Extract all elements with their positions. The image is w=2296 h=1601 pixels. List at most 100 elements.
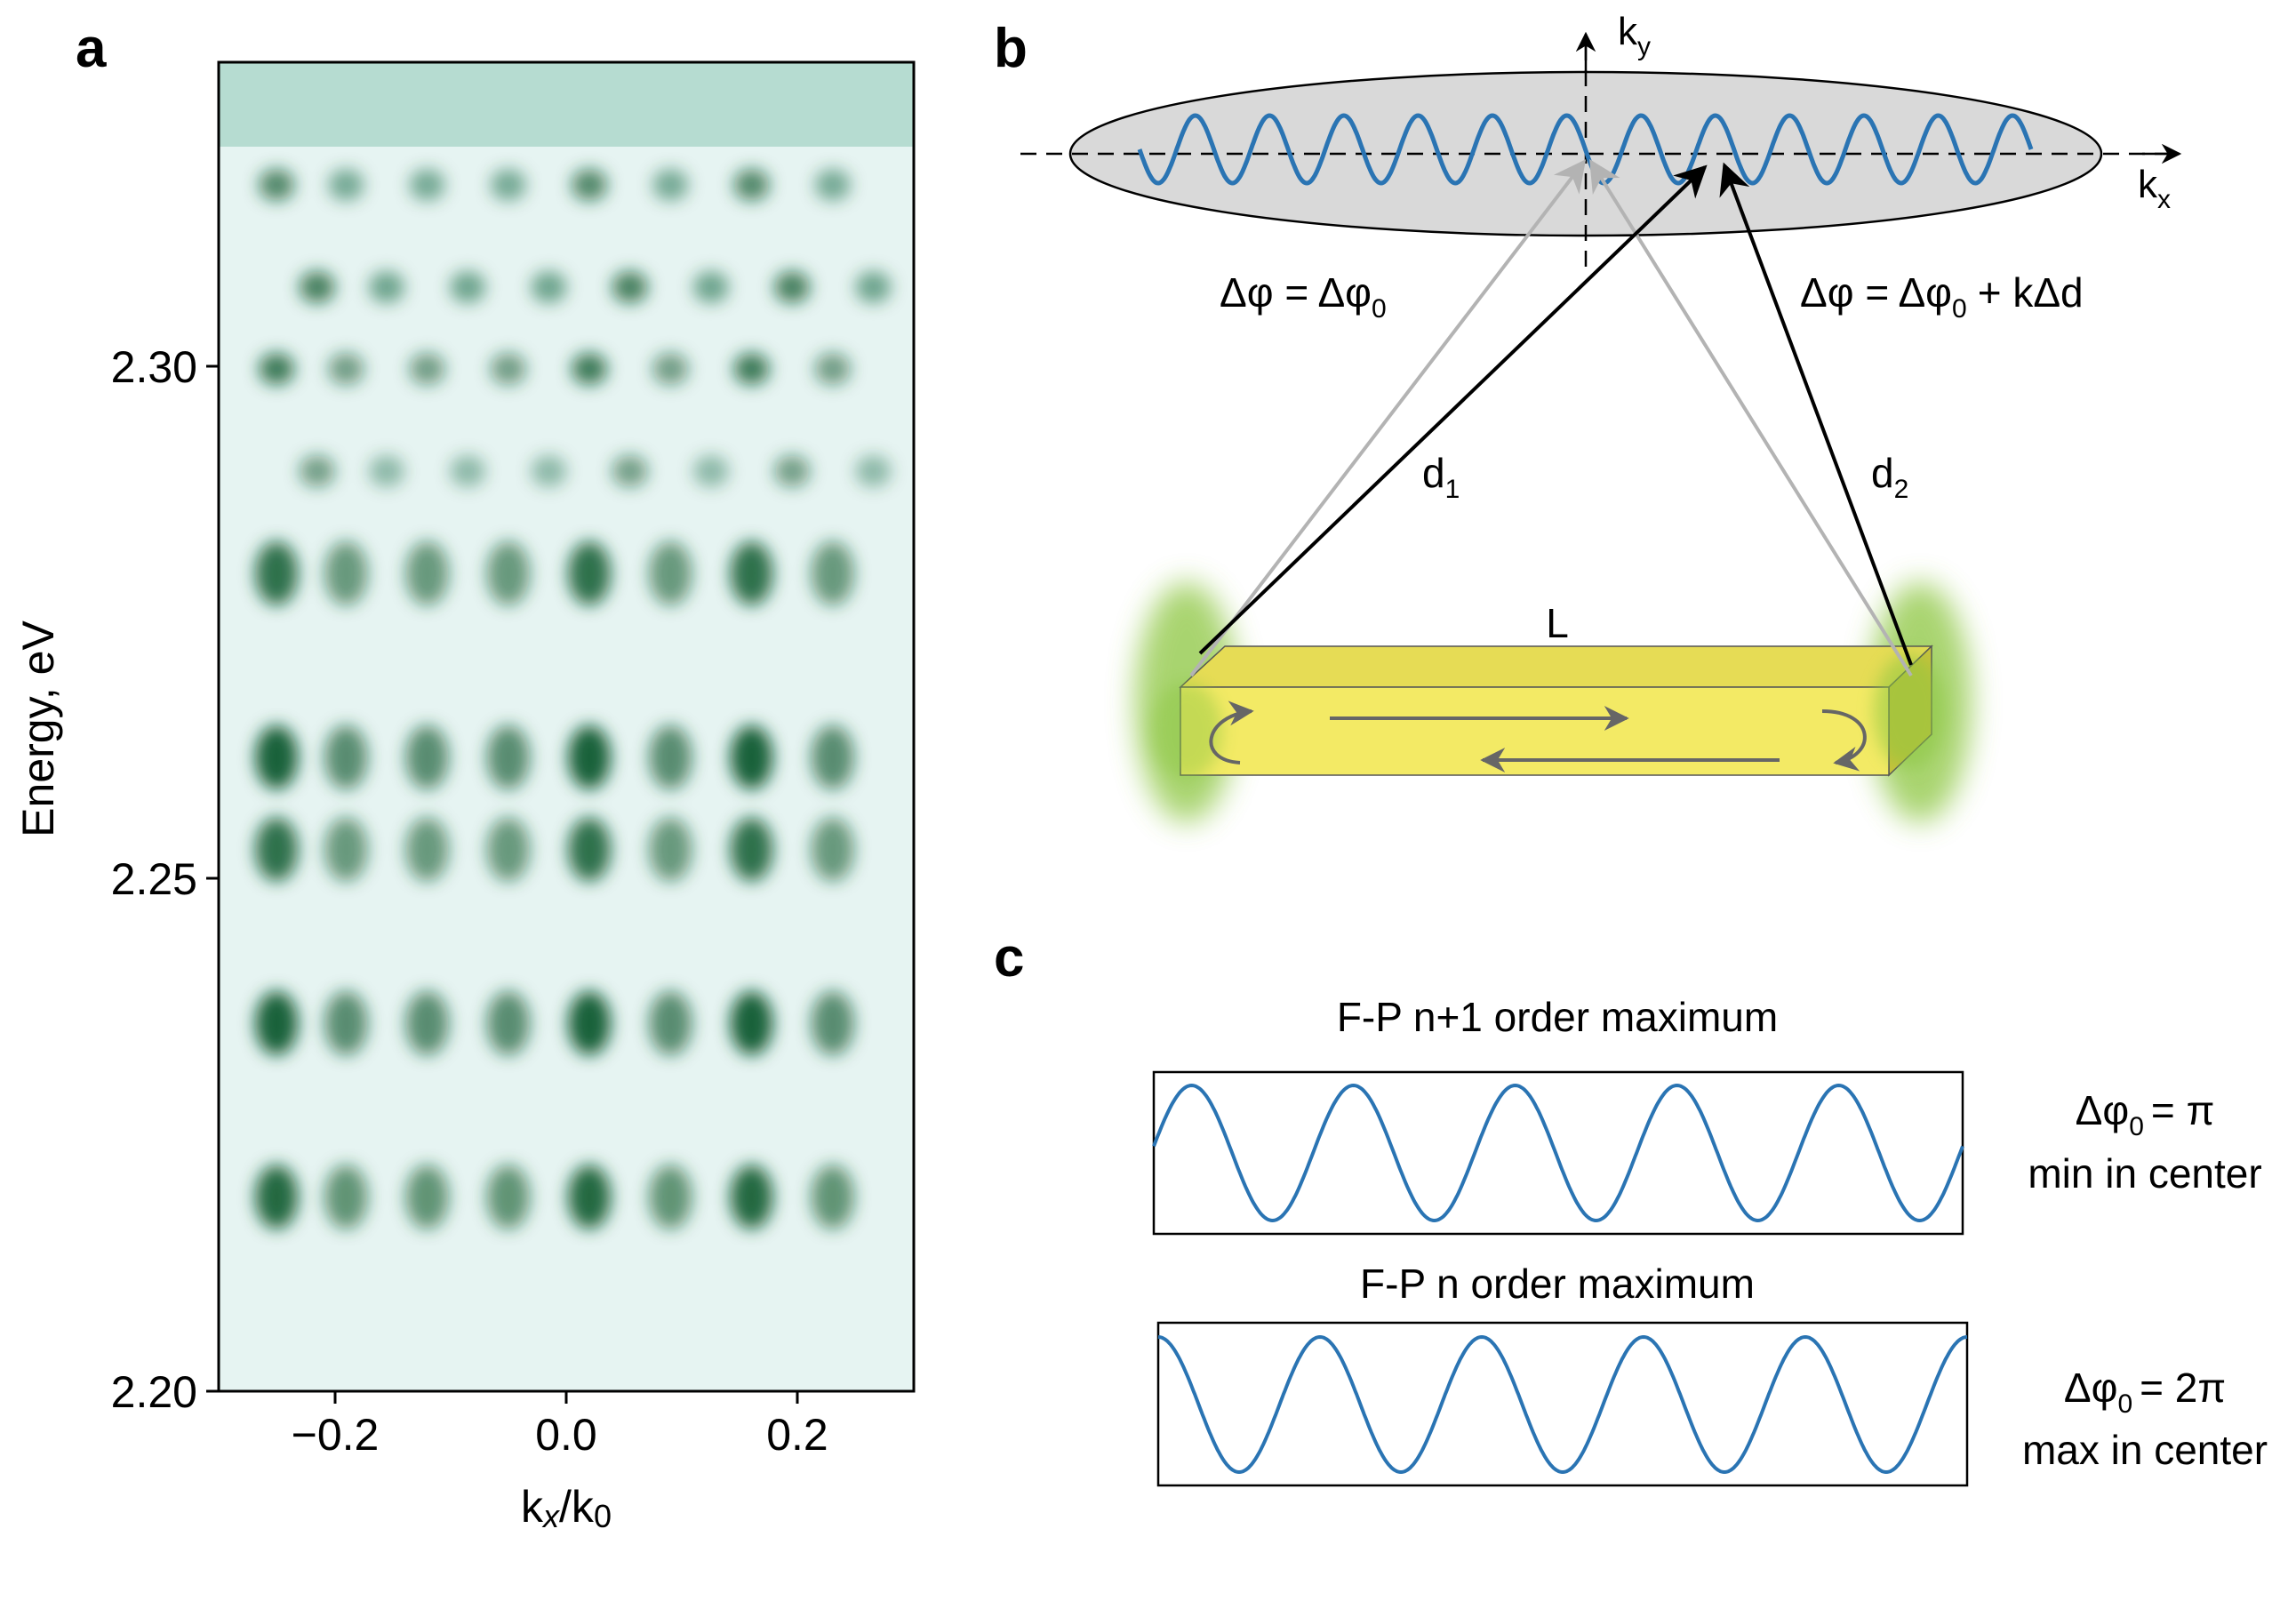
heatmap [219,62,914,1391]
heatmap-lobe [255,725,299,789]
phase-eq-right: Δφ = Δφ0+ kΔd [1800,269,2084,324]
heatmap-lobe [652,353,689,385]
heatmap-lobe [405,541,449,605]
heatmap-lobe [405,725,449,789]
fp-bottom-wave [1157,1334,1968,1475]
heatmap-lobe [730,725,773,789]
heatmap-lobe [450,271,486,303]
heatmap-lobe [568,541,612,605]
heatmap-lobe [814,169,851,201]
heatmap-lobe [568,817,612,882]
heatmap-lobe [409,169,445,201]
fp-bottom-frame [1156,1321,1969,1487]
heatmap-lobe [692,271,729,303]
heatmap-lobe [255,1165,299,1229]
heatmap-lobe [486,1165,530,1229]
ray-d1 [1198,164,1708,655]
heatmap-lobe [324,541,368,605]
heatmap-lobe [730,1165,773,1229]
heatmap-lobe [324,725,368,789]
x-axis: −0.2 0.0 0.2 kx/k0 [292,1391,828,1534]
heatmap-lobe [649,725,692,789]
heatmap-lobe [612,455,648,487]
bottom-phase-note: Δφ0= 2π [2064,1365,2226,1419]
heatmap-lobe [531,455,567,487]
heatmap-lobe [733,353,770,385]
y-axis-label: Energy, eV [13,620,63,837]
heatmap-lobe [405,1165,449,1229]
heatmap-lobe [486,541,530,605]
heatmap-lobe [612,271,648,303]
kx-label: kx [2138,163,2171,214]
heatmap-lobe [259,169,295,201]
heatmap-lobe [774,271,811,303]
heatmap-lobe [811,541,854,605]
waveguide-bar: L [1151,600,1945,780]
panel-a-label: a [76,18,107,79]
heatmap-lobe [649,1165,692,1229]
heatmap-lobe [652,169,689,201]
heatmap-lobe [324,1165,368,1229]
panel-a: a 2.30 2.25 2.20 Energy, eV −0.2 0.0 0.2… [13,18,916,1534]
fp-top-frame [1152,1070,1964,1236]
heatmap-lobe [368,271,404,303]
x-tick-label: −0.2 [292,1410,380,1460]
y-tick-label: 2.20 [111,1367,197,1417]
heatmap-noise-band [219,62,914,147]
heatmap-lobes [255,169,892,1229]
heatmap-lobe [649,817,692,882]
ky-label: ky [1618,10,1651,61]
heatmap-lobe [405,991,449,1055]
heatmap-lobe [368,455,404,487]
heatmap-lobe [811,725,854,789]
k-space-wave [1137,113,2034,186]
heatmap-lobe [299,271,335,303]
panel-b: b L ky kx d1 d2 [994,10,2182,822]
heatmap-lobe [774,455,811,487]
fp-bottom-title: F-P n order maximum [1360,1261,1755,1307]
heatmap-lobe [486,991,530,1055]
heatmap-lobe [405,817,449,882]
heatmap-lobe [572,169,608,201]
y-axis: 2.30 2.25 2.20 Energy, eV [13,342,219,1417]
heatmap-lobe [811,817,854,882]
panel-b-label: b [994,18,1028,79]
heatmap-lobe [692,455,729,487]
fp-top-wave [1152,1083,1964,1223]
heatmap-lobe [490,353,526,385]
heatmap-lobe [730,541,773,605]
heatmap-lobe [299,455,335,487]
x-tick-label: 0.0 [535,1410,597,1460]
heatmap-lobe [324,817,368,882]
y-tick-label: 2.25 [111,854,197,904]
heatmap-lobe [328,169,364,201]
bottom-center-note: max in center [2022,1427,2268,1473]
heatmap-lobe [255,817,299,882]
heatmap-background [219,62,914,1391]
heatmap-lobe [259,353,295,385]
heatmap-lobe [568,1165,612,1229]
d1-label: d1 [1422,450,1460,504]
heatmap-lobe [568,725,612,789]
heatmap-lobe [649,541,692,605]
length-label: L [1546,600,1569,646]
heatmap-lobe [255,991,299,1055]
heatmap-lobe [811,991,854,1055]
grey-ray-right [1589,158,1913,677]
heatmap-lobe [855,271,892,303]
heatmap-lobe [730,991,773,1055]
heatmap-lobe [649,991,692,1055]
d2-label: d2 [1871,450,1908,504]
top-center-note: min in center [2028,1150,2261,1197]
panel-c-label: c [994,927,1024,989]
x-tick-label: 0.2 [766,1410,828,1460]
heatmap-lobe [486,817,530,882]
heatmap-lobe [486,725,530,789]
ray-d2 [1719,162,1913,666]
heatmap-lobe [568,991,612,1055]
y-tick-label: 2.30 [111,342,197,392]
phase-eq-left: Δφ = Δφ0 [1220,269,1387,324]
panel-c: c F-P n+1 order maximum F-P n order maxi… [994,927,2268,1487]
fp-top-title: F-P n+1 order maximum [1337,994,1778,1040]
x-axis-label: kx/k0 [521,1482,612,1534]
